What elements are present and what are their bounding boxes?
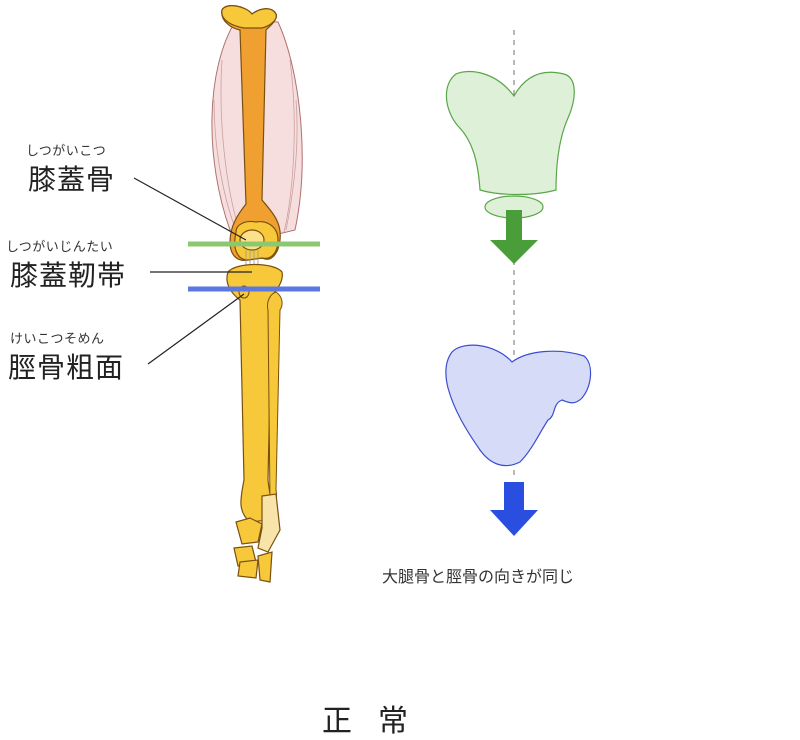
tibial-tuberosity-label: 脛骨粗面 [8,351,125,384]
foot-bones [233,493,281,583]
tibial-tuberosity-ruby: けいこつそめん [10,332,105,347]
page-title: 正常 [322,704,434,739]
patella-ruby: しつがいこつ [26,144,107,159]
patella-bone [239,229,265,251]
tibia-cross-section [445,344,592,467]
femur-head [221,5,277,29]
femur-direction-arrow [490,210,538,264]
patella-leader-line [133,177,247,241]
patellar-ligament-ruby: しつがいじんたい [6,240,114,255]
alignment-caption: 大腿骨と脛骨の向きが同じ [382,567,575,586]
muscle-fibers [213,59,298,233]
fibula-bone [267,291,283,503]
patella-label: 膝蓋骨 [28,163,116,196]
tibia-direction-arrow [490,482,538,536]
femur-cross-section [445,70,575,196]
patellar-ligament-label: 膝蓋靭帯 [10,259,127,292]
tuberosity-leader-line [147,293,245,365]
